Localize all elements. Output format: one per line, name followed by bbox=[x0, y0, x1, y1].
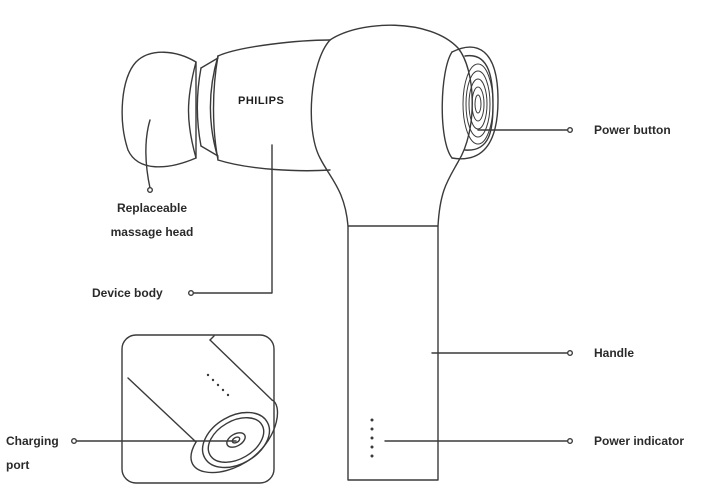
leader-device-body bbox=[187, 144, 273, 297]
label-power-button: Power button bbox=[594, 123, 671, 137]
label-charging-line-2: port bbox=[6, 458, 30, 472]
rear-housing bbox=[310, 24, 473, 227]
label-power-indicator: Power indicator bbox=[594, 434, 685, 448]
label-replaceable-line-1: Replaceable bbox=[116, 201, 188, 215]
leader-charging-port bbox=[70, 438, 237, 445]
brand-logo-text: PHILIPS bbox=[238, 95, 284, 107]
leader-replaceable-head bbox=[145, 119, 153, 193]
shaft bbox=[196, 55, 219, 159]
label-charging-port: Charging port bbox=[6, 429, 59, 477]
massage-head bbox=[121, 51, 197, 168]
inset-indicator-dots bbox=[206, 373, 230, 397]
label-replaceable-line-2: massage head bbox=[110, 225, 194, 239]
power-indicator-dots bbox=[370, 418, 374, 458]
label-handle: Handle bbox=[594, 346, 635, 360]
leader-handle bbox=[431, 350, 574, 357]
label-charging-line-1: Charging bbox=[6, 434, 59, 448]
charging-port-inset bbox=[121, 334, 275, 484]
inset-cylinder bbox=[127, 335, 279, 474]
device-body bbox=[212, 39, 331, 172]
leader-power-button bbox=[477, 126, 574, 133]
charging-port-opening bbox=[201, 411, 271, 469]
handle bbox=[347, 225, 439, 481]
leader-power-indicator bbox=[384, 438, 574, 445]
label-device-body: Device body bbox=[92, 286, 163, 300]
label-replaceable-head: Replaceable massage head bbox=[92, 196, 212, 244]
power-button-rings bbox=[462, 63, 494, 145]
